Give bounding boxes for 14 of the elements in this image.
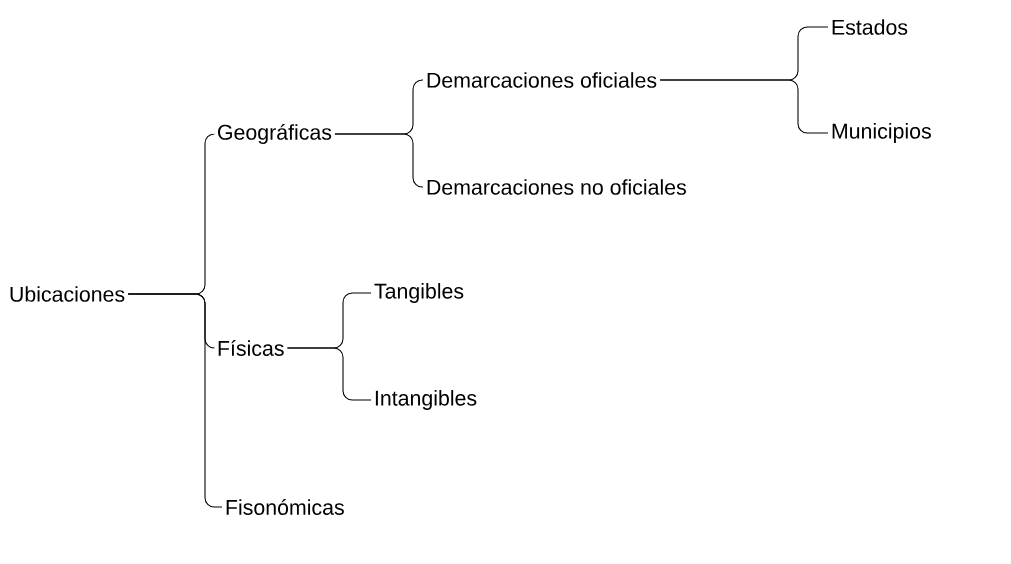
brace-line [334, 133, 424, 188]
brace-line [659, 79, 829, 134]
category-label: Estados [832, 19, 908, 35]
category-label: Fisonómicas [226, 499, 344, 515]
category-label: Tangibles [374, 283, 464, 303]
category-label: Municipios [832, 123, 931, 143]
category-label: Físicas [218, 340, 284, 356]
category-label: Geográficas [218, 123, 332, 145]
category-label: Ubicaciones [10, 286, 125, 302]
brace-line [286, 347, 372, 401]
category-label: Demarcaciones no oficiales [427, 179, 686, 195]
category-label: Intangibles [375, 390, 477, 410]
category-label: Demarcaciones oficiales [427, 72, 657, 88]
brace-line [127, 293, 223, 508]
